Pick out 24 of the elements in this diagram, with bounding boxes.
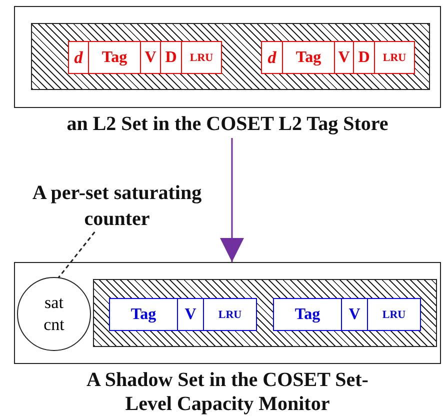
tag-entry-field: LRU — [181, 41, 222, 74]
tag-entry-field: Tag — [282, 41, 335, 74]
node-label: an L2 Set in the COSET L2 Tag Store — [66, 112, 390, 136]
tag-entry-field: d — [68, 41, 89, 74]
tag-entry-field: LRU — [367, 298, 421, 331]
tag-entry-field: V — [341, 298, 368, 331]
tag-entry-field: V — [334, 41, 354, 74]
tag-entry-field: LRU — [203, 298, 257, 331]
tag-entry-field: LRU — [374, 41, 415, 74]
tag-entry-field: V — [177, 298, 204, 331]
tag-entry-field: Tag — [109, 298, 178, 331]
tag-entry-field: V — [140, 41, 161, 74]
hatched-set-band — [31, 23, 430, 90]
tag-entry-field: Tag — [273, 298, 342, 331]
node-label: A Shadow Set in the COSET Set-Level Capacity Monitor — [86, 368, 370, 416]
tag-entry-field: D — [160, 41, 182, 74]
counter-label: sat cnt — [42, 292, 66, 336]
tag-entry-field: d — [261, 41, 283, 74]
annotation-text: A per-set saturating counter — [24, 180, 210, 232]
arrow — [220, 138, 244, 262]
leader-line — [58, 232, 96, 278]
tag-entry-field: D — [353, 41, 375, 74]
tag-entry-field: Tag — [88, 41, 141, 74]
hatched-set-band — [93, 279, 437, 347]
